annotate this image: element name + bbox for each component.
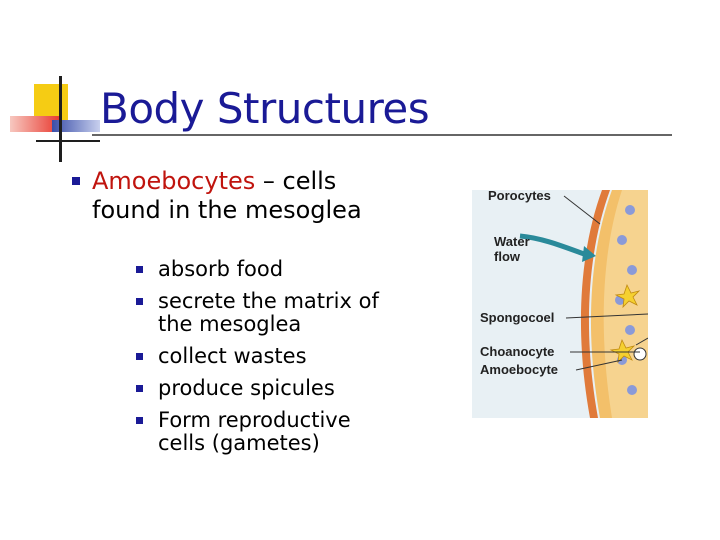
list-item: secrete the matrix of the mesoglea <box>136 290 396 336</box>
bullet-square-icon <box>136 417 143 424</box>
deco-blue-bar <box>52 120 100 132</box>
sub-bullet-text: Form reproductive cells (gametes) <box>158 408 351 455</box>
list-item: absorb food <box>136 258 396 281</box>
bullet-square-icon <box>136 298 143 305</box>
porocytes-label: Porocytes <box>488 190 551 203</box>
sub-bullet-text: secrete the matrix of the mesoglea <box>158 289 379 336</box>
amoebocyte-label: Amoebocyte <box>480 362 559 377</box>
bullet-text: – cells found in the mesoglea <box>92 167 362 224</box>
bullet-square-icon <box>136 266 143 273</box>
bullet-square-icon <box>72 177 80 185</box>
sub-bullet-text: absorb food <box>158 257 284 281</box>
sub-bullet-text: collect wastes <box>158 344 307 368</box>
list-item: produce spicules <box>136 377 396 400</box>
title-underline <box>92 134 672 136</box>
choanocyte-label: Choanocyte <box>480 344 555 359</box>
sponge-wall-illustration <box>519 190 648 418</box>
slide-title: Body Structures <box>100 84 430 133</box>
bullet-square-icon <box>136 353 143 360</box>
list-item: Form reproductive cells (gametes) <box>136 409 396 455</box>
deco-yellow-square <box>34 84 68 120</box>
deco-vertical-line <box>59 76 62 162</box>
sub-bullet-list: absorb food secrete the matrix of the me… <box>136 258 396 464</box>
bullet-square-icon <box>136 385 143 392</box>
water-flow-label: Water flow <box>494 234 530 264</box>
list-item: collect wastes <box>136 345 396 368</box>
sponge-wall-diagram: Porocytes Water flow Spongocoel Choanocy… <box>472 190 648 418</box>
bullet-term: Amoebocytes <box>92 167 256 195</box>
spongocoel-label: Spongocoel <box>480 310 555 325</box>
title-decoration <box>0 70 100 170</box>
main-bullet: Amoebocytes – cells found in the mesogle… <box>72 167 412 225</box>
sub-bullet-text: produce spicules <box>158 376 335 400</box>
deco-horizontal-line <box>36 140 100 142</box>
deco-red-bar <box>10 116 62 132</box>
